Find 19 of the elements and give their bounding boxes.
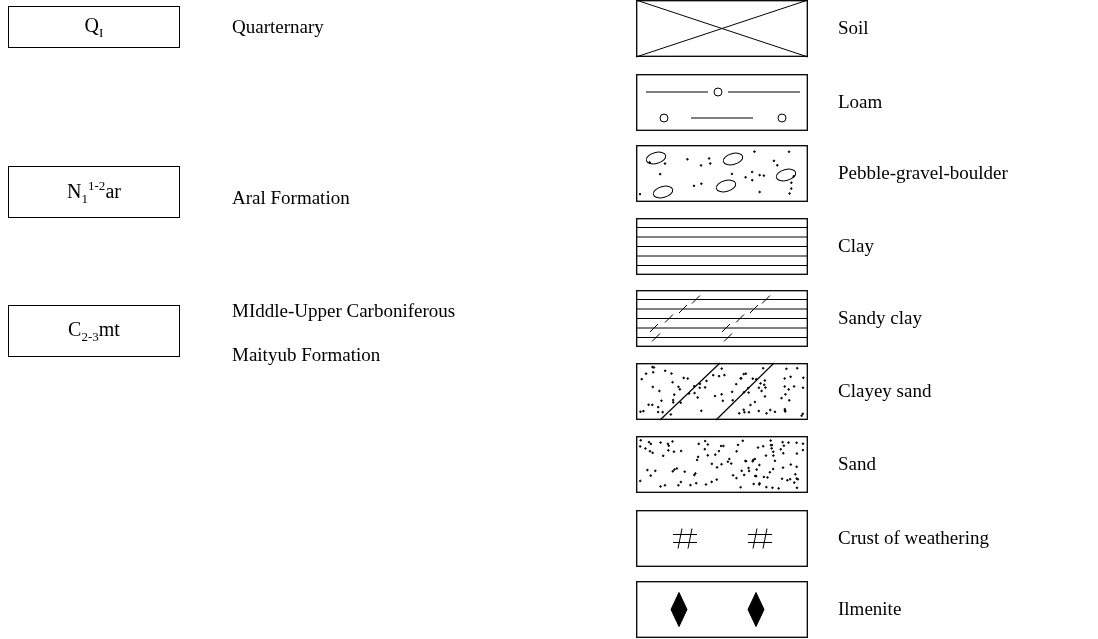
legend-label: Clay: [838, 234, 874, 257]
formation-code: Q$_{I}$: [84, 13, 104, 41]
legend-label: Sand: [838, 452, 876, 475]
legend-label: Pebble-gravel-boulder: [838, 161, 1008, 184]
formation-name: Quarternary: [232, 16, 324, 38]
formation-symbol-box: [8, 305, 180, 357]
formation-name: MIddle-Upper Carboniferous: [232, 300, 456, 322]
legend-label: Soil: [838, 16, 869, 39]
formation-name: Aral Formation: [232, 187, 350, 209]
formation-symbol-box: [8, 6, 180, 48]
formation-symbol-box: [8, 166, 180, 218]
formation-code: C$_{2-3}$mt: [68, 317, 120, 345]
legend-label: Sandy clay: [838, 306, 922, 329]
legend-label: Crust of weathering: [838, 526, 989, 549]
formation-code: N$_{1}$$^{1-2}$ar: [67, 177, 121, 207]
legend-label: Ilmenite: [838, 597, 902, 620]
legend-label: Loam: [838, 90, 883, 113]
legend-label: Clayey sand: [838, 379, 932, 402]
formation-name: Maityub Formation: [232, 344, 381, 366]
